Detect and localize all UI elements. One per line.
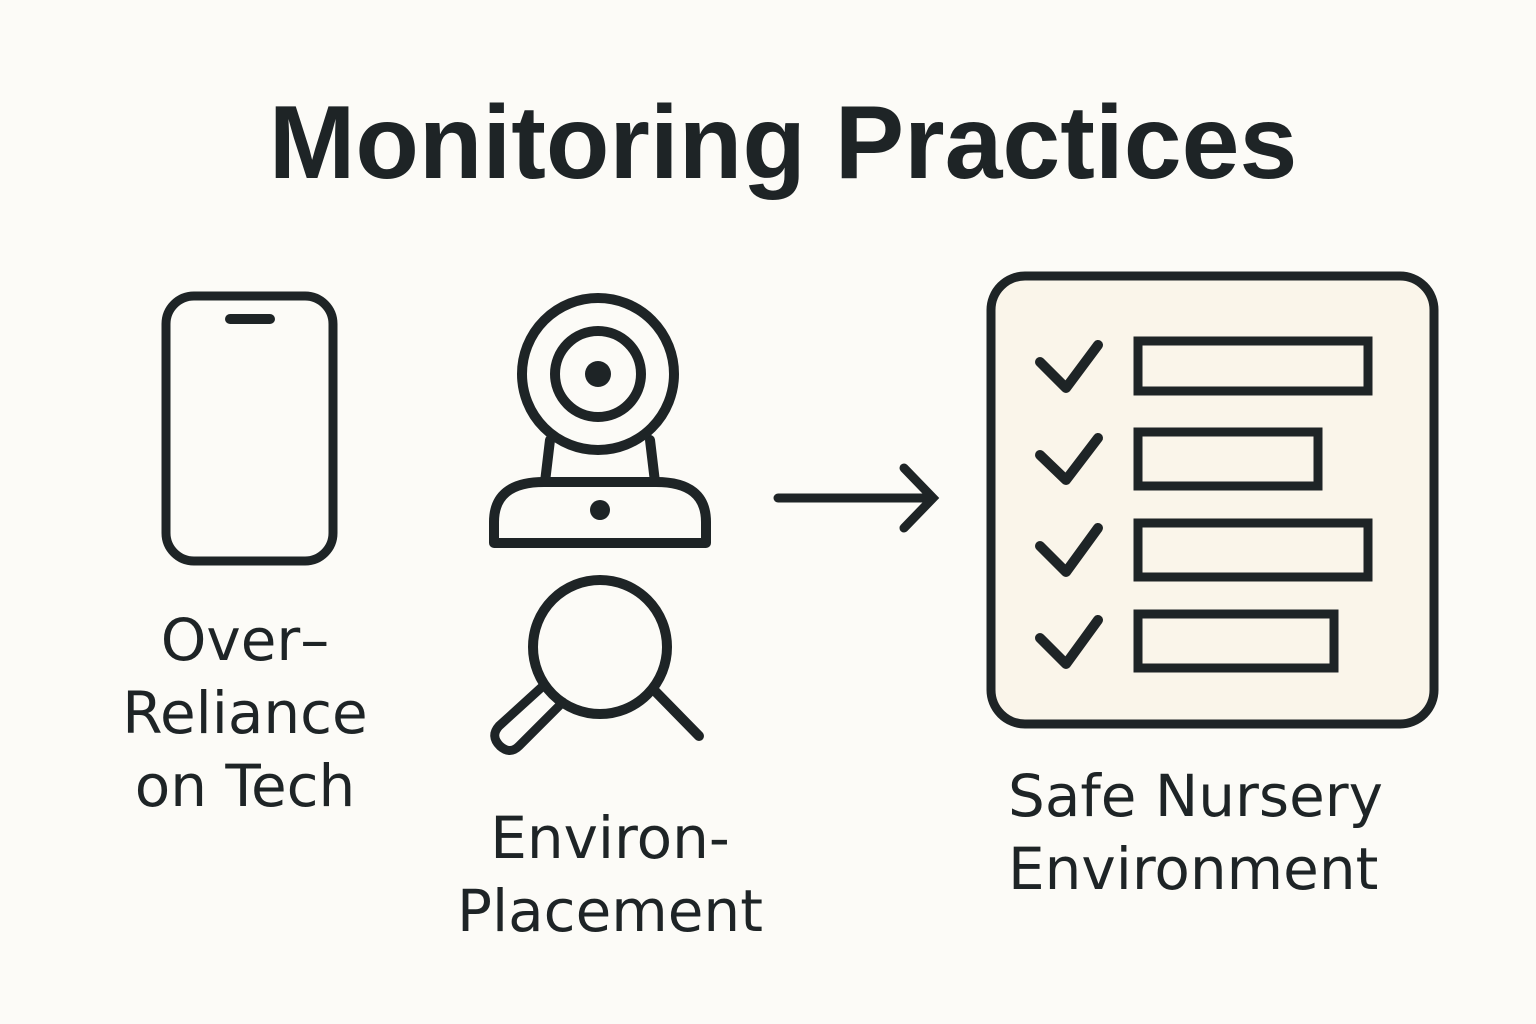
- smartphone-icon: [161, 291, 338, 566]
- label-over-reliance-on-tech: Over– Reliance on Tech: [95, 604, 395, 823]
- label-environ-placement: Environ- Placement: [425, 802, 795, 948]
- check-icon: [1035, 615, 1103, 669]
- label-line: on Tech: [134, 752, 356, 820]
- right-arrow-icon: [773, 463, 940, 533]
- label-line: Reliance: [122, 679, 368, 747]
- baby-monitor-camera-icon: [489, 293, 711, 548]
- check-icon: [1035, 523, 1103, 577]
- check-icon: [1035, 340, 1103, 393]
- label-line: Environ-: [490, 804, 730, 872]
- page-title: Monitoring Practices: [268, 85, 1298, 201]
- magnifying-glass-icon: [490, 575, 704, 755]
- label-line: Environment: [1008, 835, 1379, 903]
- label-line: Safe Nursery: [1008, 762, 1383, 830]
- label-line: Placement: [457, 877, 763, 945]
- label-line: Over–: [160, 606, 330, 674]
- check-icon: [1035, 433, 1103, 485]
- label-safe-nursery-environment: Safe Nursery Environment: [990, 760, 1430, 906]
- checklist-icon: [986, 271, 1439, 729]
